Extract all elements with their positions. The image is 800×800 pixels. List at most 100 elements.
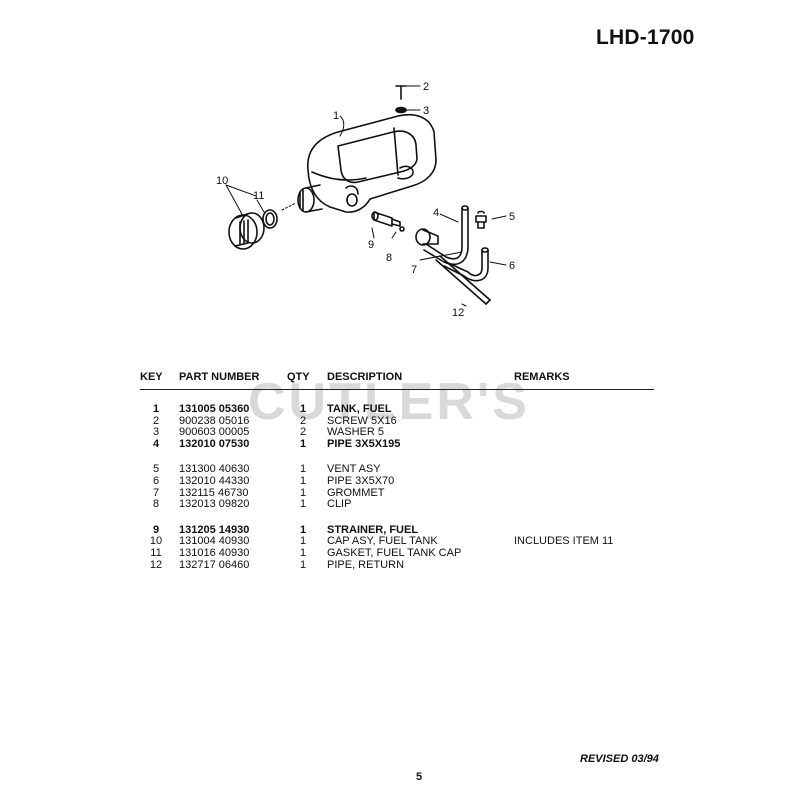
cell-description: CAP ASY, FUEL TANK [327,535,438,548]
cell-remarks [514,476,654,488]
cell-qty: 2 [299,414,307,427]
cell-remarks [514,464,654,476]
cell-remarks [514,499,654,511]
callout-8: 8 [386,252,392,264]
cell-description: VENT ASY [327,463,381,476]
callout-2: 2 [423,81,429,93]
screw-shape [395,85,407,100]
cell-key: 5 [152,463,160,476]
cell-description: WASHER 5 [327,426,385,439]
cell-key: 11 [150,546,162,559]
cell-remarks [514,427,654,439]
cell-key: 10 [149,535,163,548]
cell-part-number: 132010 07530 [179,437,250,450]
cell-part-number: 132717 06460 [179,558,250,571]
cell-key: 6 [152,474,160,487]
spacer-cell [140,450,654,464]
cell-part-number: 900603 00005 [179,426,250,439]
grommet-shape [415,228,439,246]
callout-1: 1 [333,110,339,122]
diagram-callouts: 1 2 3 4 5 6 7 8 9 10 11 12 [216,81,515,319]
cell-part-number: 131205 14930 [179,523,250,536]
cell-qty: 1 [299,558,307,571]
table-row: 4 132010 07530 1 PIPE 3X5X195 [140,437,654,451]
callout-4: 4 [433,207,439,219]
table-row: 1 131005 05360 1 TANK, FUEL [140,390,654,416]
cell-qty: 1 [299,403,307,415]
cell-key: 4 [152,437,160,450]
return-pipe-shape [435,255,491,305]
cell-remarks [514,488,654,500]
cell-key: 8 [152,498,160,511]
cell-description: PIPE 3X5X195 [327,437,401,450]
header-key: KEY [140,371,172,390]
exploded-parts-diagram: 1 2 3 4 5 6 7 8 9 10 11 12 [216,81,515,319]
fuel-cap-shape [228,212,265,250]
strainer-shape [371,211,401,227]
cell-part-number: 131004 40930 [179,535,250,548]
cell-description: STRAINER, FUEL [327,523,419,536]
callout-12: 12 [452,307,464,319]
callout-7: 7 [411,264,417,276]
cell-description: TANK, FUEL [327,403,392,415]
callout-11: 11 [253,190,264,202]
cell-description: GASKET, FUEL TANK CAP [327,546,462,559]
parts-table: KEY PART NUMBER QTY DESCRIPTION REMARKS … [140,371,654,571]
cell-qty: 1 [299,486,307,499]
header-remarks: REMARKS [514,371,654,390]
cell-description: GROMMET [327,486,385,499]
cell-description: CLIP [327,498,352,511]
cell-remarks [514,439,654,451]
vent-shape [475,210,487,229]
cell-qty: 1 [299,437,307,450]
cell-key: 9 [152,523,160,536]
table-row: 8 132013 09820 1 CLIP [140,499,654,511]
group-spacer [140,450,654,464]
spacer-cell [140,511,654,525]
cell-part-number: 900238 05016 [179,414,250,427]
cell-qty: 2 [299,426,307,439]
table-row: 6 132010 44330 1 PIPE 3X5X70 [140,474,654,488]
cell-part-number: 132010 44330 [179,474,250,487]
callout-3: 3 [423,105,429,117]
callout-5: 5 [509,211,515,223]
table-row: 9 131205 14930 1 STRAINER, FUEL [140,523,654,537]
cell-key: 7 [152,486,160,499]
cell-part-number: 131300 40630 [179,463,250,476]
pipe-long-shape [423,205,469,266]
fuel-tank-shape [297,113,437,213]
header-qty: QTY [287,371,319,390]
table-row: 3 900603 00005 2 WASHER 5 [140,427,654,439]
group-spacer [140,511,654,525]
callout-6: 6 [509,260,515,272]
cell-remarks [514,390,654,416]
cell-key: 2 [152,414,160,427]
cell-qty: 1 [299,463,307,476]
callout-10: 10 [216,175,228,187]
model-number: LHD-1700 [596,26,695,49]
header-part-number: PART NUMBER [172,371,287,390]
cell-qty: 1 [299,546,307,559]
cell-description: PIPE, RETURN [327,558,405,571]
page-number: 5 [416,771,423,783]
callout-9: 9 [368,239,374,251]
washer-shape [395,106,407,114]
header-description: DESCRIPTION [319,371,514,390]
cell-part-number: 132013 09820 [179,498,250,511]
cell-qty: 1 [299,498,307,511]
cell-qty: 1 [299,523,307,536]
cell-part-number: 131005 05360 [179,403,250,415]
revision-date: REVISED 03/94 [580,753,659,765]
cell-key: 12 [149,558,163,571]
cell-remarks [514,416,654,428]
cell-description: PIPE 3X5X70 [327,474,395,487]
cell-key: 1 [152,403,160,415]
cell-key: 3 [152,426,160,439]
cell-qty: 1 [299,474,307,487]
cell-qty: 1 [299,535,307,548]
